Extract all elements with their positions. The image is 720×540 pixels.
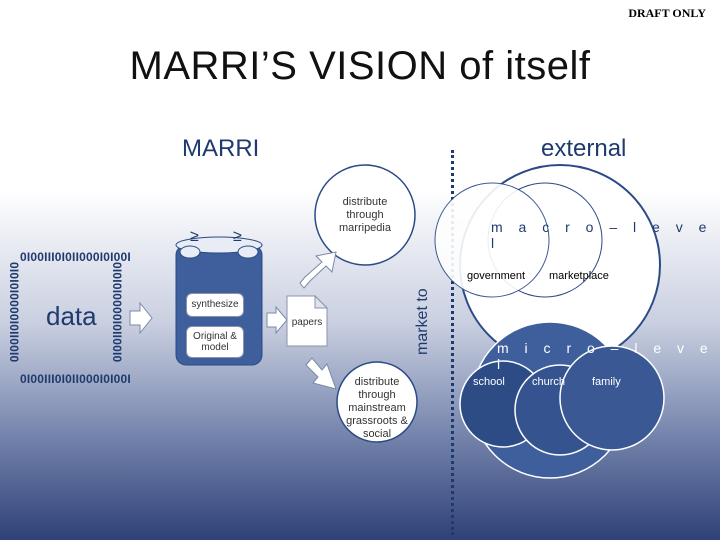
family-circle xyxy=(559,345,665,451)
marripedia-arrow xyxy=(299,251,337,289)
church-label: church xyxy=(532,376,566,388)
section-divider xyxy=(451,150,454,535)
micro-level-label: m i c r o – l e v e l xyxy=(497,340,714,372)
grassroots-label: distribute through mainstream grassroots… xyxy=(346,376,408,440)
cylinder-top-left-lobe xyxy=(179,245,201,259)
bits-row-top: 0I00III0I0II000I0I00I xyxy=(20,250,131,264)
marripedia-label: distribute through marripedia xyxy=(339,196,391,234)
data-label: data xyxy=(46,301,97,331)
grassroots-arrow xyxy=(305,357,337,390)
external-header: external xyxy=(541,135,627,162)
glyph-left: ≥ xyxy=(190,228,199,245)
government-circle xyxy=(434,182,550,298)
bits-row-bottom: 0I00III0I0II000I0I00I xyxy=(20,372,131,386)
family-label: family xyxy=(592,376,621,388)
bits-col-left: 0I0I0I0000I0II00I0 xyxy=(7,262,21,363)
macro-level-label: m a c r o – l e v e l xyxy=(491,219,713,251)
market-to-label: market to xyxy=(414,288,431,355)
grassroots-circle xyxy=(336,361,418,443)
original-model-box: Original & model xyxy=(186,326,244,358)
page-title: MARRI’S VISION of itself xyxy=(129,44,591,88)
glyph-right: ≥ xyxy=(233,228,242,245)
cylinder-top-right-lobe xyxy=(237,245,259,259)
marripedia-circle xyxy=(314,164,416,266)
marri-header: MARRI xyxy=(182,135,260,162)
papers-fold xyxy=(314,294,329,309)
data-arrow xyxy=(129,301,153,335)
marketplace-label: marketplace xyxy=(549,270,609,282)
original-model-label: Original & model xyxy=(193,331,237,353)
government-label: government xyxy=(467,270,526,282)
draft-label: DRAFT ONLY xyxy=(628,6,706,20)
synthesize-label: synthesize xyxy=(191,299,239,310)
bits-col-right: 0I0I0I0000I0II00I0 xyxy=(110,262,124,363)
synthesize-box: synthesize xyxy=(186,293,244,317)
papers-arrow xyxy=(266,305,288,335)
school-label: school xyxy=(473,376,505,388)
papers-label: papers xyxy=(291,317,323,328)
